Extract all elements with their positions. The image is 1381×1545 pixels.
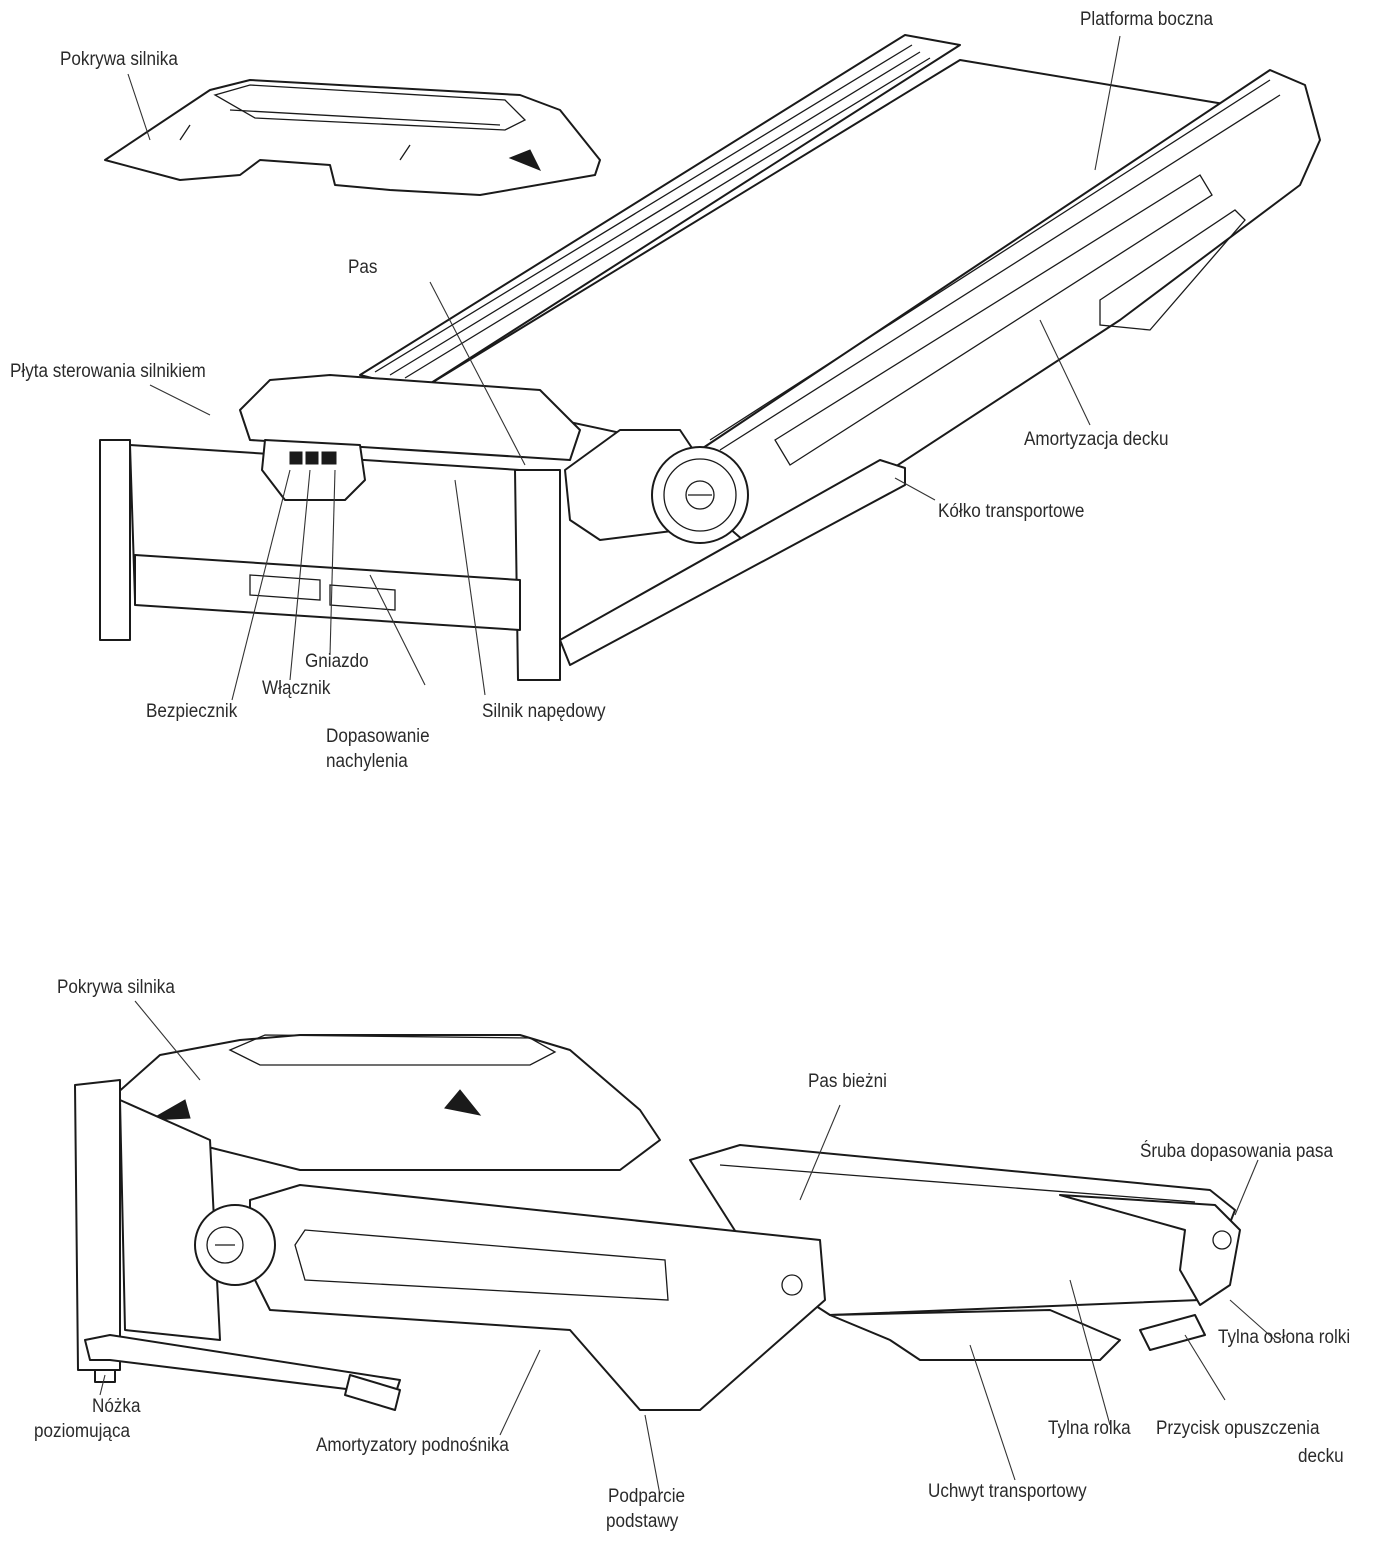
front-frame-drawing: [99, 374, 581, 681]
deck-closed-drawing: [689, 1144, 1241, 1316]
label-motor-cover-bottom: Pokrywa silnika: [57, 977, 175, 998]
bottom-diagram: Pokrywa silnika Pas bieżni Śruba dopasow…: [0, 940, 1381, 1545]
label-power-switch: Włącznik: [262, 678, 331, 699]
transport-wheel-drawing: [559, 459, 906, 666]
label-transport-wheel: Kółko transportowe: [938, 501, 1085, 522]
base-frame-drawing: [84, 1309, 1206, 1411]
label-motor-cover: Pokrywa silnika: [60, 49, 178, 70]
label-fuse: Bezpiecznik: [146, 701, 238, 722]
label-transport-handle: Uchwyt transportowy: [928, 1481, 1087, 1502]
label-rear-roller-cover: Tylna osłona rolki: [1218, 1327, 1351, 1348]
label-belt-adjust-bolt: Śruba dopasowania pasa: [1140, 1141, 1333, 1162]
deck-drawing: [359, 34, 1321, 556]
label-running-belt: Pas bieżni: [808, 1071, 887, 1092]
label-rear-roller: Tylna rolka: [1048, 1418, 1131, 1439]
label-lift-shocks: Amortyzatory podnośnika: [316, 1435, 509, 1456]
top-diagram: Pokrywa silnika Platforma boczna Pas Pły…: [10, 9, 1321, 772]
top-leader-lines: [127, 35, 1121, 701]
label-socket: Gniazdo: [305, 651, 369, 672]
bottom-leader-lines: [99, 1000, 1276, 1496]
label-deck-lower-button-line1: Przycisk opuszczenia: [1156, 1418, 1320, 1439]
drive-motor-drawing: [564, 429, 749, 544]
label-base-support-line2: podstawy: [606, 1511, 679, 1532]
label-motor-control-board: Płyta sterowania silnikiem: [10, 361, 206, 382]
label-belt: Pas: [348, 257, 378, 278]
label-side-platform: Platforma boczna: [1080, 9, 1214, 30]
label-drive-motor: Silnik napędowy: [482, 701, 606, 722]
label-incline-adjust-line2: nachylenia: [326, 751, 408, 772]
treadmill-open-drawing: [99, 34, 1321, 701]
label-leveling-foot-line2: poziomująca: [34, 1421, 131, 1442]
label-leveling-foot-line1: Nóżka: [92, 1396, 141, 1417]
motor-cover-drawing: [104, 79, 601, 196]
front-upright-drawing: [74, 1079, 221, 1371]
label-base-support-line1: Podparcie: [608, 1486, 686, 1507]
label-deck-cushioning: Amortyzacja decku: [1024, 429, 1169, 450]
treadmill-closed-drawing: [74, 1000, 1276, 1496]
label-incline-adjust-line1: Dopasowanie: [326, 726, 430, 747]
roller-drawing: [194, 1204, 276, 1286]
label-deck-lower-button-line2: decku: [1298, 1446, 1344, 1467]
side-rail-drawing: [249, 1184, 826, 1411]
